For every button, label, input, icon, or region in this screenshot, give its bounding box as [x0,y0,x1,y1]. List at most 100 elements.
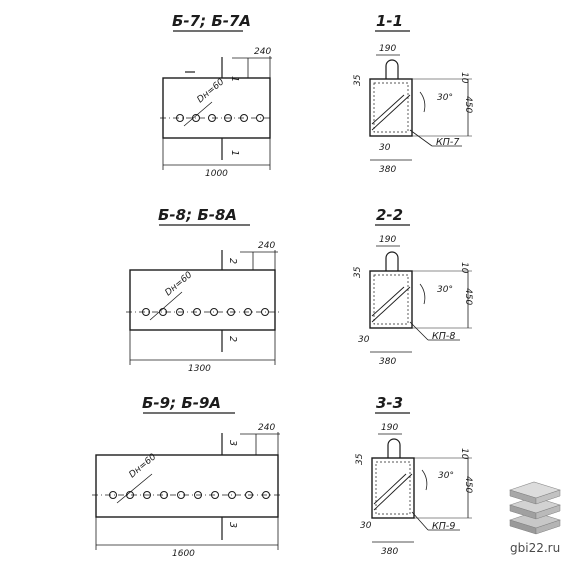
cover-dim: 35 [355,453,365,465]
edge-dim: 240 [254,47,271,57]
hole [193,308,201,316]
hole [109,491,117,499]
base-offset-dim: 30 [360,521,372,531]
hole [256,114,264,122]
cover-dim: 35 [353,74,363,86]
elevation-title: Б-9; Б-9А [142,394,221,412]
width-dim: 380 [379,357,396,367]
top-dim: 190 [381,423,398,433]
hole-diameter-label: Dн=60 [128,452,159,480]
hole [160,491,168,499]
side-dim: 10 [459,262,469,274]
base-offset-dim: 30 [358,335,370,345]
hole [192,114,200,122]
side-dim: 10 [459,72,469,84]
lifting-loop [385,251,399,271]
section-title: 3-3 [376,394,403,412]
section-outline [371,457,415,519]
cover-dim: 35 [353,266,363,278]
section-mark-top: 1 [229,76,240,82]
height-dim: 450 [463,96,473,113]
hole [208,114,216,122]
diagonal-bar [373,473,407,505]
diagonal-bar [371,286,405,317]
lifting-loop [387,438,401,458]
watermark-text: gbi22.ru [510,541,560,555]
frame-label: КП-8 [432,331,455,342]
hole [143,491,151,499]
elevation-b8: Б-8; Б-8А Dн=60 2 2 240 1300 [126,206,280,374]
hole [176,114,184,122]
diagonal-bar [371,94,405,125]
height-dim: 450 [463,288,473,305]
section-outline [369,78,413,137]
section-title: 2-2 [376,206,403,224]
frame-leader [409,129,433,147]
hole [210,308,218,316]
angle-dim: 30° [437,285,453,295]
hole-leader [183,101,213,127]
section-2-2: 2-2 190 35 10 450 30° 30 380 КП-8 [353,206,473,367]
hole [227,308,235,316]
section-3-3: 3-3 190 35 10 450 30° 30 380 КП-9 [355,394,473,557]
diagonal-bar [371,286,411,323]
section-mark-top: 3 [227,440,238,446]
width-dim: 380 [381,547,398,557]
hole-row [176,114,264,122]
angle-arc [419,283,426,305]
frame-outline [373,82,409,133]
frame-outline [375,461,411,515]
lifting-loop [385,59,399,79]
top-dim: 190 [379,44,396,54]
hole-row [109,491,270,499]
hole [177,491,185,499]
frame-outline [373,274,409,325]
base-offset-dim: 30 [379,143,391,153]
section-mark-bottom: 2 [227,336,238,342]
length-dim: 1300 [188,364,211,374]
hole [244,308,252,316]
angle-arc [421,469,428,491]
frame-label: КП-9 [432,521,455,532]
elevation-title: Б-8; Б-8А [158,206,237,224]
hole [176,308,184,316]
frame-leader [411,511,429,531]
elevation-b9: Б-9; Б-9А Dн=60 3 3 240 1600 [92,394,282,559]
section-title: 1-1 [376,12,403,30]
hole [142,308,150,316]
hole-leader [149,291,183,321]
hole-diameter-label: Dн=60 [164,270,195,298]
hole [262,491,270,499]
block-outline [162,77,271,139]
length-dim: 1600 [172,549,195,559]
angle-dim: 30° [438,471,454,481]
width-dim: 380 [379,165,396,175]
hole [194,491,202,499]
diagonal-bar [371,94,411,131]
block-outline [95,454,279,518]
top-dim: 190 [379,235,396,245]
elevation-b7: Б-7; Б-7А Dн=60 1 1 240 1000 [160,12,273,179]
length-dim: 1000 [205,169,228,179]
hole [224,114,232,122]
edge-dim: 240 [258,241,275,251]
hole [245,491,253,499]
hole-diameter-label: Dн=60 [196,77,227,105]
diagonal-bar [373,473,413,511]
angle-arc [419,91,426,113]
section-mark-bottom: 1 [229,150,240,156]
edge-dim: 240 [258,423,275,433]
hole [211,491,219,499]
height-dim: 450 [463,476,473,493]
section-outline [369,270,413,329]
hole [240,114,248,122]
side-dim: 10 [459,448,469,460]
hole-leader [116,473,153,504]
frame-leader [409,321,429,341]
elevation-title: Б-7; Б-7А [172,12,251,30]
section-mark-top: 2 [227,258,238,264]
section-mark-bottom: 3 [227,522,238,528]
section-1-1: 1-1 190 35 10 450 30° 30 380 КП-7 [353,12,473,175]
frame-label: КП-7 [436,137,459,148]
